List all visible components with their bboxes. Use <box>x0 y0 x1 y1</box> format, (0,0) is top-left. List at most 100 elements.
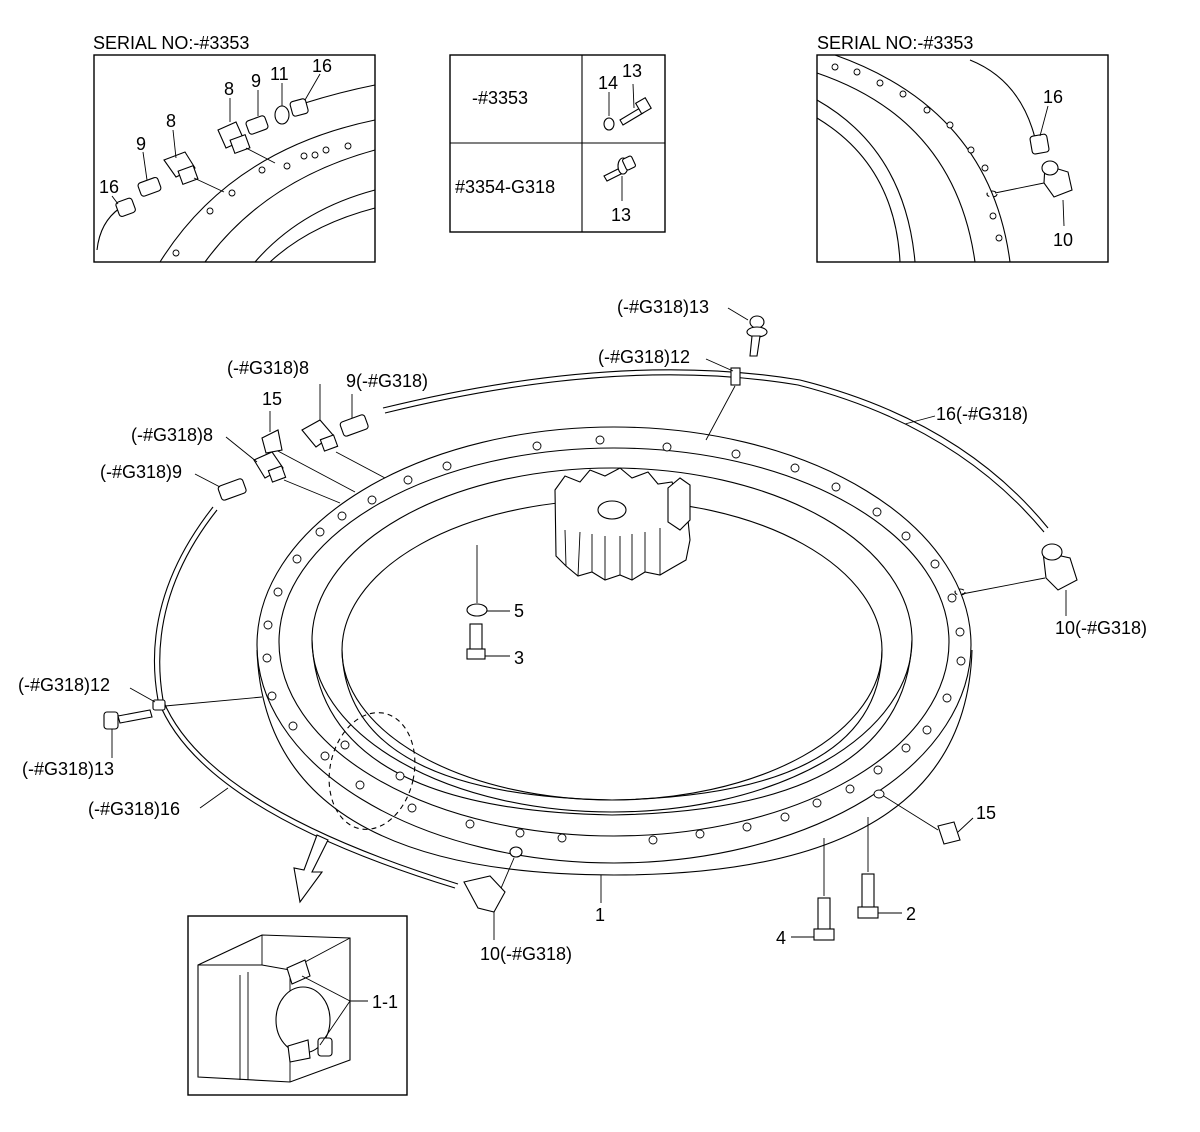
table-label-13-row2: 13 <box>611 205 631 225</box>
seal-1-1-upper <box>286 959 311 985</box>
label-bolt-3: 3 <box>514 648 524 668</box>
leader-8-lower <box>172 129 177 159</box>
inset-left-label-8-lower: 8 <box>166 111 176 131</box>
table-label-13-row1: 13 <box>622 61 642 81</box>
leader-16-lower <box>111 195 119 205</box>
inset-left-pipe-upper <box>304 84 376 104</box>
inset-left-label-8-upper: 8 <box>224 79 234 99</box>
table-row2-serial: #3354-G318 <box>455 177 555 197</box>
table-label-14: 14 <box>598 73 618 93</box>
leader-elbow8-mid-ring <box>283 479 341 504</box>
elbow-8-mid-port <box>267 465 287 483</box>
inset-right-port-hidden <box>986 190 998 198</box>
serial-label-left: SERIAL NO:-#3353 <box>93 33 249 53</box>
detail-callout-ellipse <box>328 712 416 830</box>
inset-left-ring-inner2 <box>269 207 376 263</box>
label-elbow-10-right: 10(-#G318) <box>1055 618 1147 638</box>
inner-ring-holes <box>340 740 405 781</box>
label-bolt-4: 4 <box>776 928 786 948</box>
elbow-8-inset-upper-port <box>229 133 251 155</box>
label-top-clip-12: (-#G318)12 <box>598 347 690 367</box>
inset-right-pipe <box>969 59 1036 139</box>
inset-left: SERIAL NO:-#3353 <box>93 33 376 263</box>
elbow-10-bottom-port <box>509 846 523 858</box>
pipe-16-right <box>382 369 1049 529</box>
grease-fitting-15-top <box>261 429 283 454</box>
leader-9-lower <box>142 151 148 181</box>
bolt-13-top-head <box>749 315 765 329</box>
washer-5 <box>466 603 488 617</box>
detail-inset-seal: 1-1 <box>187 915 408 1096</box>
leader-label-clip-12-left <box>129 687 156 703</box>
inset-right-ring-inner2 <box>816 117 901 263</box>
leader-label-top-clip-12 <box>705 358 734 372</box>
leader-elbow10-right-ring <box>961 577 1046 595</box>
inset-left-label-9-upper: 9 <box>251 71 261 91</box>
seal-block-groove <box>239 972 249 1080</box>
elbow-10-bottom <box>463 875 506 913</box>
pinion-gear-flange <box>667 477 691 531</box>
inset-right-ring-mid <box>816 72 976 263</box>
leader-elbow8-top-ring <box>335 451 386 479</box>
label-bolt-2: 2 <box>906 904 916 924</box>
label-bolt-13-left: (-#G318)13 <box>22 759 114 779</box>
outer-flange-holes <box>262 435 966 845</box>
bolt-3-shank <box>469 623 483 651</box>
inset-left-pipe-lower <box>96 207 121 251</box>
leader-16-right <box>1039 105 1049 137</box>
inset-right-ring-outer <box>834 54 1011 263</box>
grease-fitting-15-right <box>937 821 961 845</box>
label-pipe-16-right: 16(-#G318) <box>936 404 1028 424</box>
inset-left-ring-inner <box>254 189 376 263</box>
leader-elbow8-lower-ring <box>193 177 225 193</box>
table-row1-serial: -#3353 <box>472 88 528 108</box>
bolt-4-head <box>813 928 835 941</box>
nut-16-inset-right <box>1029 133 1050 155</box>
leader-clip12-top-ring <box>705 385 736 441</box>
leader-elbow8-upper-ring <box>245 147 276 164</box>
elbow-10-right <box>1042 551 1078 591</box>
leader-label-elbow-8-mid <box>225 436 258 463</box>
nipple-9-inset-lower <box>137 176 162 197</box>
pinion-gear-body <box>554 467 691 581</box>
label-nipple-9-top: 9(-#G318) <box>346 371 428 391</box>
inset-left-label-11: 11 <box>270 64 289 84</box>
pipe-16-right-inner <box>384 374 1045 533</box>
label-nipple-9-left: (-#G318)9 <box>100 462 182 482</box>
nipple-9-top <box>339 414 369 437</box>
leader-16-upper <box>304 73 321 101</box>
inset-left-label-16-lower: 16 <box>99 177 119 197</box>
inset-right-label-10: 10 <box>1053 230 1073 250</box>
inset-right: SERIAL NO:-#3353 16 10 <box>816 33 1109 263</box>
label-elbow-8-mid: (-#G318)8 <box>131 425 213 445</box>
inset-table: -#3353 #3354-G318 14 13 13 <box>449 54 666 233</box>
leader-seal-upper <box>301 975 351 1002</box>
leader-15-top-ring <box>275 449 356 493</box>
leader-15-right-ring <box>881 794 939 831</box>
leader-13-row1 <box>632 83 635 109</box>
label-1-1: 1-1 <box>372 992 398 1012</box>
slewing-ring <box>256 426 973 876</box>
serial-label-right: SERIAL NO:-#3353 <box>817 33 973 53</box>
detail-callout-arrow <box>293 834 329 904</box>
bolt-13-table-row2-head <box>622 155 636 171</box>
inset-right-frame <box>816 54 1109 263</box>
leader-label-pipe-16-right <box>904 415 936 425</box>
inset-right-holes <box>831 63 1003 242</box>
leader-label-pipe-16-left <box>199 787 229 809</box>
clip-12-left <box>152 699 166 711</box>
nut-16-inset-lower <box>115 197 136 217</box>
nipple-9-inset-upper <box>245 115 269 135</box>
inset-left-label-16-upper: 16 <box>312 56 332 76</box>
label-clip-12-left: (-#G318)12 <box>18 675 110 695</box>
bolt-2-head <box>857 906 879 919</box>
main-labels: (-#G318)13 (-#G318)12 (-#G318)8 9(-#G318… <box>18 297 1147 964</box>
bolt-4-shank <box>817 897 831 931</box>
leader-clip12-left-ring <box>164 696 263 707</box>
nut-16-inset-upper <box>289 98 309 117</box>
seal-block-pin <box>317 1037 333 1057</box>
pinion-gear <box>554 467 691 581</box>
ring-outer-edge <box>256 426 972 864</box>
